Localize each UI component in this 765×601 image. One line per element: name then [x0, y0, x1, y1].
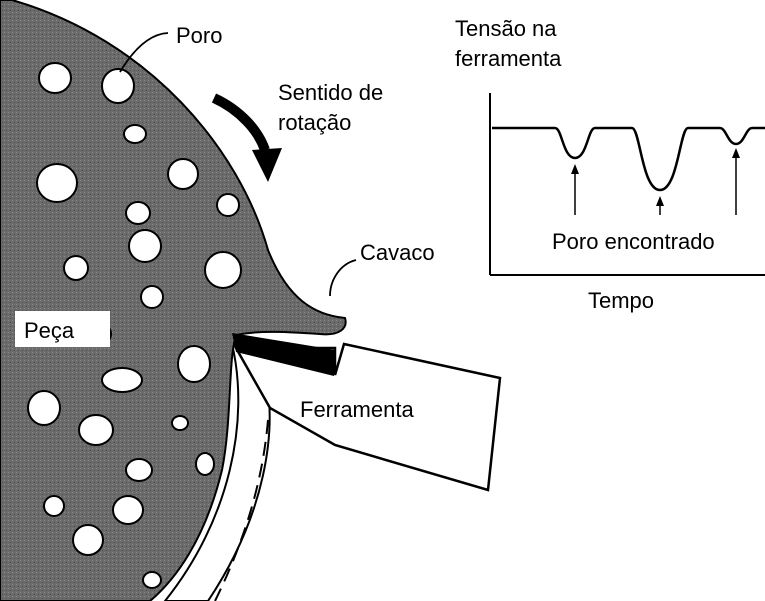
pore	[27, 390, 61, 426]
pore	[204, 251, 242, 289]
pore-indicator-arrowhead-2	[656, 196, 664, 206]
pore	[63, 255, 89, 281]
pore	[140, 285, 164, 309]
pore	[101, 367, 143, 393]
graph-ylabel-line1: Tensão na	[455, 16, 557, 41]
pore	[167, 158, 199, 190]
rotation-label-line1: Sentido de	[278, 80, 383, 105]
pore	[125, 458, 153, 482]
pore	[142, 571, 162, 589]
pore	[72, 524, 104, 556]
graph-annotation: Poro encontrado	[552, 229, 715, 254]
pore	[177, 345, 211, 383]
pore-leader-line	[119, 32, 169, 73]
pore	[38, 62, 72, 94]
workpiece-body	[0, 0, 347, 601]
pore	[171, 415, 189, 431]
pore-indicator-arrowhead-3	[732, 148, 740, 158]
graph-xlabel: Tempo	[588, 288, 654, 313]
stress-curve	[492, 126, 765, 192]
workpiece-label: Peça	[24, 318, 75, 343]
pore	[43, 495, 65, 517]
pore	[123, 124, 147, 144]
rotation-arrowhead-icon	[252, 148, 282, 182]
rotation-label-line2: rotação	[278, 110, 351, 135]
stress-graph	[489, 93, 765, 276]
pore-indicator-arrowhead-1	[571, 164, 579, 174]
pore	[112, 495, 144, 525]
pore	[36, 163, 78, 203]
graph-ylabel-line2: ferramenta	[455, 46, 562, 71]
chip-label: Cavaco	[360, 240, 435, 265]
pore	[216, 193, 240, 217]
pore	[78, 414, 114, 446]
pore	[195, 452, 215, 476]
pore	[101, 68, 135, 104]
chip-leader-line	[329, 259, 357, 297]
machined-surface-band	[163, 342, 271, 601]
pore	[125, 201, 151, 225]
tool-label: Ferramenta	[300, 397, 414, 422]
tool-insert	[232, 333, 336, 376]
pore	[128, 229, 162, 263]
pore-label: Poro	[176, 23, 222, 48]
rotation-arrow-icon	[211, 93, 270, 152]
workpiece-label-box	[15, 311, 110, 347]
dashed-cut-line	[214, 419, 269, 601]
